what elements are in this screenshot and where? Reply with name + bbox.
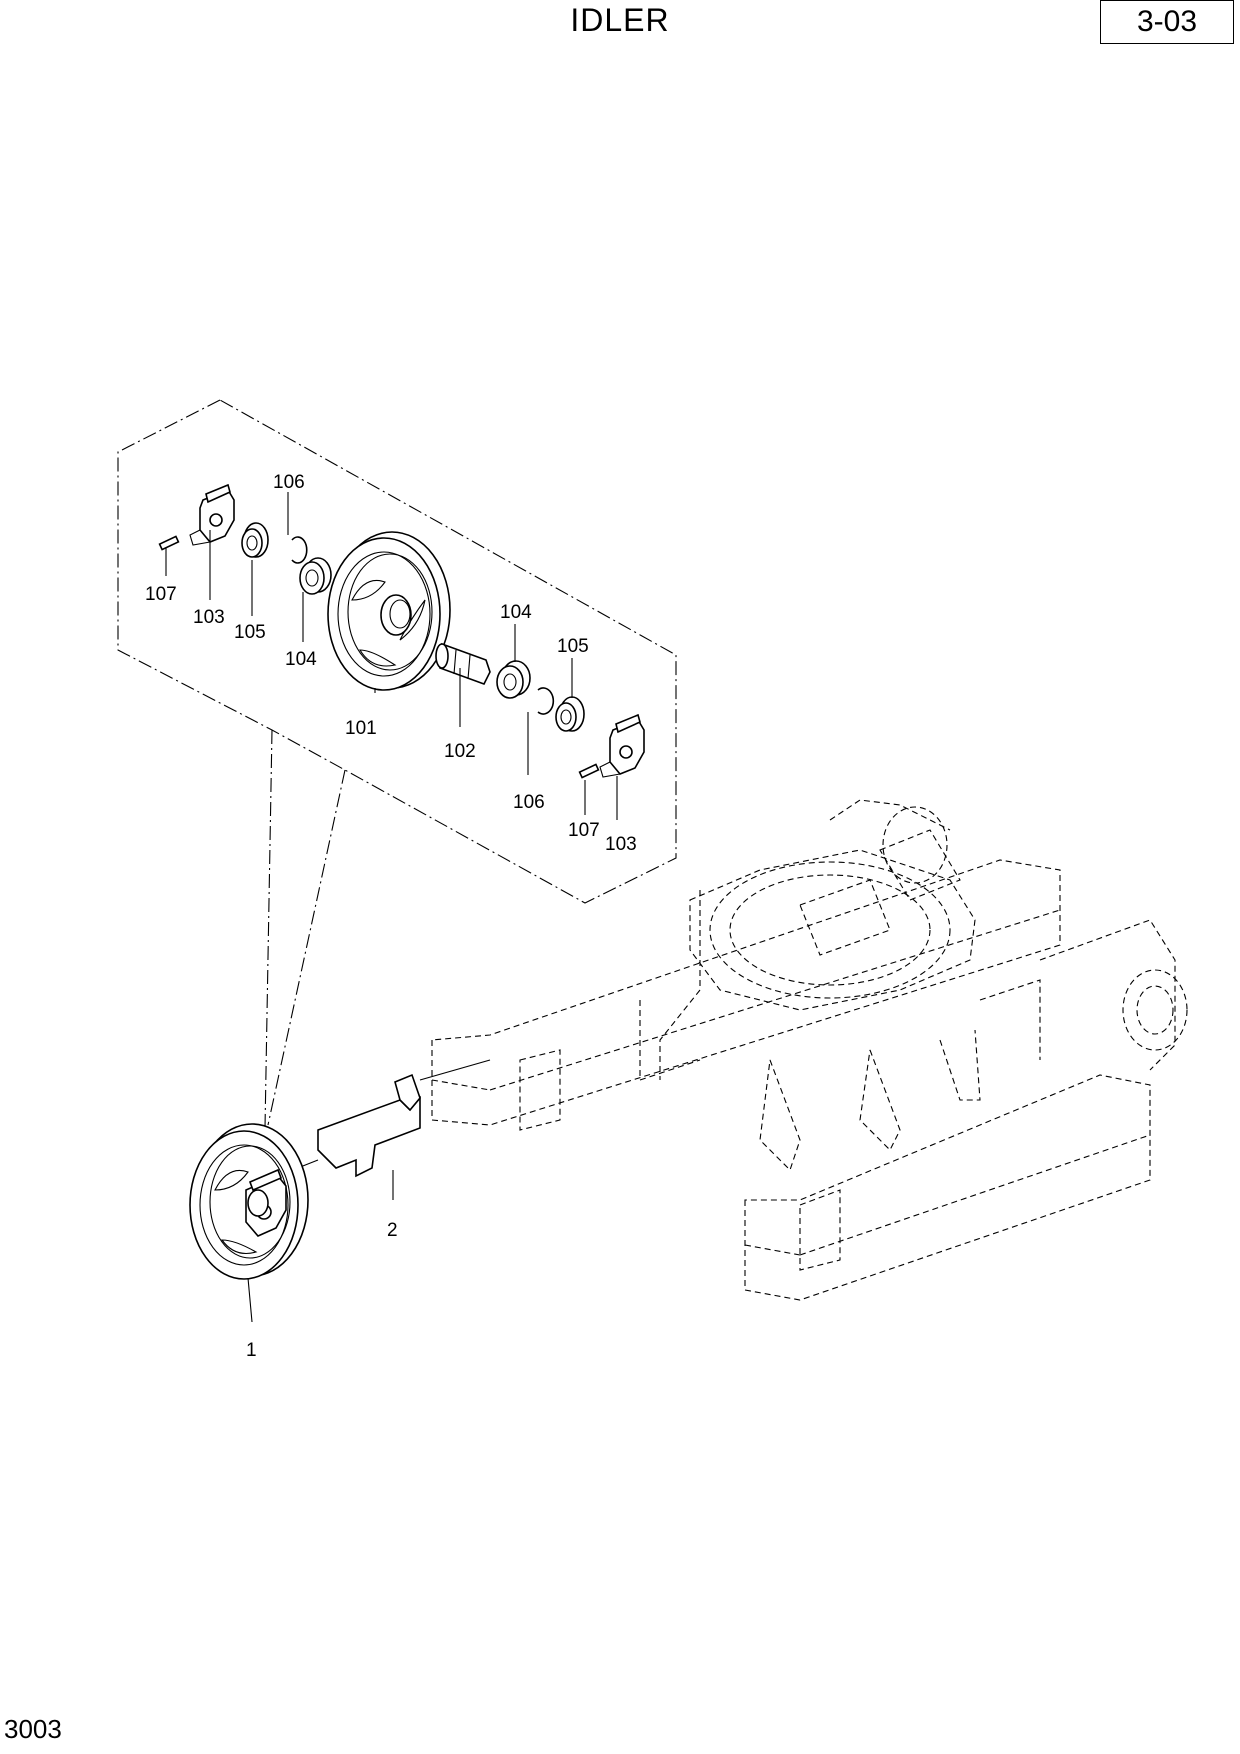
yoke-2 <box>279 1059 491 1178</box>
seal-105-left <box>241 522 269 558</box>
idler-wheel-101 <box>327 531 451 691</box>
callout-103-right: 103 <box>605 834 637 855</box>
callout-106-left: 106 <box>273 472 305 493</box>
callout-105-right: 105 <box>557 636 589 657</box>
pin-107-left <box>158 535 180 551</box>
callout-2: 2 <box>387 1220 398 1241</box>
document-number: 3003 <box>4 1714 62 1744</box>
detail-enclosure <box>117 399 677 904</box>
shaft-102 <box>435 642 491 685</box>
callout-106-right: 106 <box>513 792 545 813</box>
bearing-104-left <box>299 557 332 595</box>
page-code-box: 3-03 <box>1100 0 1234 44</box>
callout-105-left: 105 <box>234 622 266 643</box>
callout-1: 1 <box>246 1340 257 1361</box>
callout-107-left: 107 <box>145 584 177 605</box>
seal-105-right <box>555 696 585 732</box>
bracket-103-right <box>599 713 645 778</box>
callout-101: 101 <box>345 718 377 739</box>
callout-107-right: 107 <box>568 820 600 841</box>
page-title: IDLER <box>570 2 670 38</box>
bracket-103-left <box>189 483 235 546</box>
callout-103-left: 103 <box>193 607 225 628</box>
projection-line-left <box>264 729 273 1129</box>
leader-lines <box>165 492 618 1323</box>
callout-104-right: 104 <box>500 602 532 623</box>
snap-ring-106-left <box>291 536 308 564</box>
track-frame <box>431 799 1188 1301</box>
idler-assembly-1 <box>189 1123 309 1280</box>
pin-107-right <box>578 763 600 779</box>
callout-104-left: 104 <box>285 649 317 670</box>
bearing-104-right <box>496 660 531 699</box>
callout-102: 102 <box>444 741 476 762</box>
snap-ring-106-right <box>537 687 555 715</box>
projection-line-right <box>267 769 346 1126</box>
